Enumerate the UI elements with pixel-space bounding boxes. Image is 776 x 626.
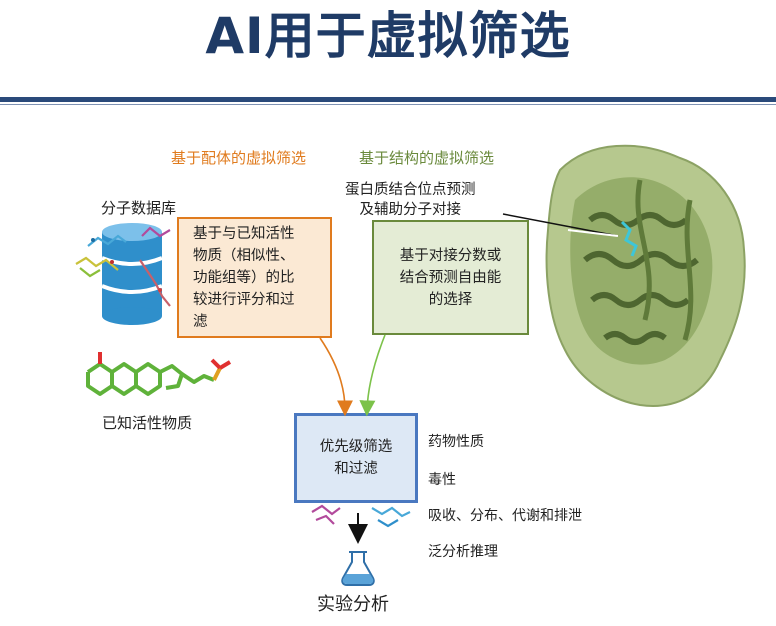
header-divider-thin — [0, 104, 776, 105]
flask-icon — [341, 551, 375, 586]
binding-site-pointer-highlight — [567, 229, 619, 237]
molecule-icon — [75, 226, 171, 307]
page-title: AI用于虚拟筛选 — [205, 7, 571, 65]
ligand-scoring-box: 基于与已知活性 物质（相似性、 功能组等）的比 较进行评分和过 滤 — [177, 217, 332, 338]
database-icon — [101, 223, 163, 325]
filter-drug-properties: 药物性质 — [428, 434, 484, 450]
structure-selection-box: 基于对接分数或 结合预测自由能 的选择 — [372, 220, 529, 335]
priority-filter-text: 优先级筛选 和过滤 — [319, 439, 393, 477]
database-label: 分子数据库 — [101, 199, 177, 217]
ligand-flow-arrow — [319, 337, 353, 417]
filtered-molecules-icon — [311, 504, 411, 528]
known-active-molecule-icon — [86, 352, 232, 396]
structure-selection-text: 基于对接分数或 结合预测自由能 的选择 — [399, 247, 502, 308]
filter-pains: 泛分析推理 — [428, 544, 498, 560]
filter-toxicity: 毒性 — [428, 472, 456, 488]
protein-structure-icon — [545, 144, 746, 407]
priority-filter-box: 优先级筛选 和过滤 — [294, 413, 418, 503]
ligand-scoring-text: 基于与已知活性 物质（相似性、 功能组等）的比 较进行评分和过 滤 — [193, 225, 295, 330]
structure-flow-arrow — [359, 334, 386, 417]
ligand-based-heading: 基于配体的虚拟筛选 — [171, 149, 307, 167]
filter-adme: 吸收、分布、代谢和排泄 — [428, 508, 582, 524]
experiment-label: 实验分析 — [317, 594, 389, 615]
header-divider — [0, 97, 776, 102]
structure-based-heading: 基于结构的虚拟筛选 — [359, 149, 495, 167]
known-actives-label: 已知活性物质 — [102, 414, 193, 432]
binding-site-pointer — [502, 213, 619, 237]
binding-site-label: 蛋白质结合位点预测 及辅助分子对接 — [345, 182, 476, 218]
